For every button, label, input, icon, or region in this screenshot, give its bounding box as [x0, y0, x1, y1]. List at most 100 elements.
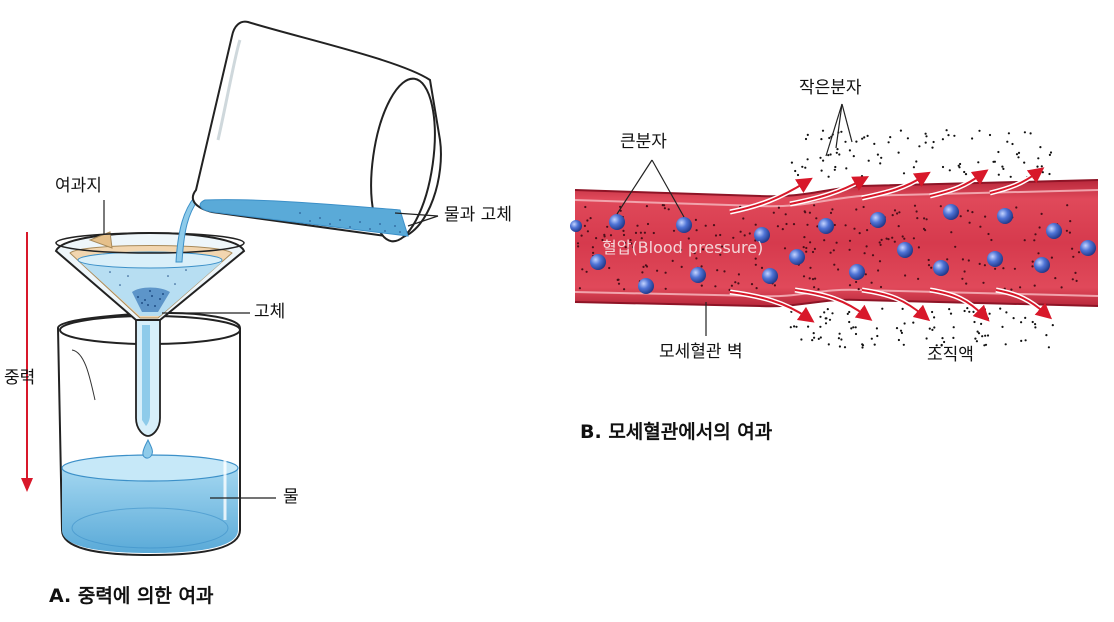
blood-dot: [901, 235, 904, 238]
tissue-dot: [968, 310, 971, 313]
blood-dot: [672, 229, 676, 232]
blood-dot: [803, 236, 806, 239]
blood-dot: [811, 278, 815, 281]
blood-dot: [1002, 267, 1005, 270]
tissue-dot: [948, 169, 951, 172]
tissue-dot: [845, 167, 848, 170]
label-water: 물: [283, 487, 299, 507]
tissue-dot: [933, 316, 936, 319]
tissue-dot: [838, 153, 841, 156]
blood-dot: [743, 234, 746, 237]
tissue-dot: [895, 327, 899, 330]
blood-dot: [694, 218, 698, 221]
blood-dot: [912, 237, 916, 240]
blood-dot: [622, 233, 626, 237]
tissue-dot: [1031, 320, 1034, 324]
tissue-dot: [1012, 317, 1015, 320]
tissue-dot: [931, 310, 934, 314]
leader-small-molecule-3: [841, 103, 853, 143]
blood-dot: [623, 288, 626, 291]
tissue-dot: [881, 307, 884, 310]
tissue-dot: [1047, 314, 1050, 317]
tissue-dot: [861, 137, 864, 140]
blood-dot: [924, 229, 927, 232]
blood-dot: [619, 209, 622, 212]
tissue-dot: [932, 140, 935, 144]
blood-dot: [870, 281, 873, 284]
blood-dot: [723, 270, 726, 273]
label-large-molecule: 큰분자: [620, 132, 667, 152]
blood-dot: [816, 225, 819, 228]
blood-dot: [855, 208, 858, 211]
tissue-dot: [848, 149, 852, 152]
tissue-dot: [902, 172, 906, 175]
tissue-dot: [838, 345, 842, 348]
blood-dot: [879, 243, 882, 246]
tissue-dot: [831, 312, 834, 315]
blood-dot: [811, 250, 815, 254]
tissue-dot: [975, 340, 979, 343]
tissue-dot: [945, 129, 948, 132]
blood-dot: [616, 278, 619, 281]
blood-dot: [878, 241, 881, 244]
blood-dot: [817, 288, 820, 291]
tissue-dot: [964, 173, 968, 176]
blood-dot: [804, 211, 807, 214]
capillary-wall-bottom: [574, 298, 1099, 308]
blood-dot: [968, 221, 971, 224]
blood-dot: [586, 219, 589, 222]
tissue-dot: [1001, 165, 1004, 168]
blood-dot: [581, 268, 584, 271]
tissue-dot: [1048, 153, 1051, 156]
tissue-dot: [933, 326, 936, 329]
tissue-dot: [828, 318, 832, 321]
blood-dot: [865, 245, 868, 248]
tissue-dot: [1036, 165, 1039, 168]
blood-dot: [645, 205, 649, 208]
blood-dot: [701, 248, 705, 251]
tissue-dot: [931, 146, 934, 149]
blood-dot: [979, 225, 982, 228]
tissue-dot: [824, 317, 827, 320]
tissue-dot: [844, 140, 847, 143]
blood-dot: [982, 281, 985, 284]
tissue-dot: [800, 338, 803, 341]
blood-dot: [813, 247, 817, 250]
blood-dot: [680, 248, 683, 251]
blood-dot: [584, 205, 587, 209]
blood-dot: [580, 234, 583, 237]
blood-dot: [893, 240, 896, 243]
blood-dot: [776, 225, 780, 228]
blood-dot: [630, 242, 633, 245]
tissue-dot: [819, 336, 822, 339]
tissue-dot: [1007, 132, 1011, 135]
tissue-dot: [906, 137, 910, 140]
label-blood-pressure: 혈압(Blood pressure): [602, 238, 764, 257]
tissue-dot: [902, 343, 905, 346]
blood-dot: [1074, 271, 1077, 274]
tissue-dot: [1024, 339, 1027, 342]
blood-dot: [634, 231, 638, 234]
tissue-dot: [897, 151, 900, 154]
tissue-dot: [804, 166, 807, 169]
tissue-dot: [1020, 339, 1023, 342]
water-drop: [142, 438, 153, 459]
blood-dot: [961, 277, 964, 280]
blood-dot: [1031, 265, 1034, 268]
blood-dot: [837, 268, 840, 271]
tissue-dot: [819, 325, 822, 328]
tissue-dot: [1001, 325, 1004, 328]
tissue-dot: [833, 168, 836, 171]
blood-dot: [813, 204, 816, 207]
blood-dot: [923, 217, 926, 220]
tissue-dot: [1024, 316, 1027, 319]
blood-dot: [639, 241, 642, 244]
blood-dot: [903, 237, 906, 240]
tissue-dot: [925, 135, 928, 138]
tissue-dot: [848, 310, 851, 314]
tissue-dot: [850, 327, 853, 330]
blood-dot: [885, 237, 888, 240]
blood-dot: [829, 251, 832, 254]
blood-dot: [1013, 267, 1017, 270]
